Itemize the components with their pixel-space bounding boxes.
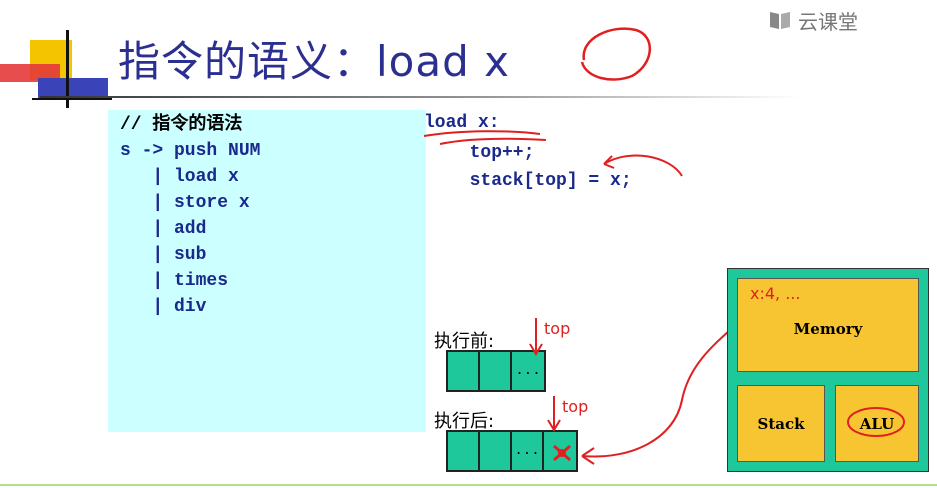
stack-cell-ellipsis: ... — [512, 432, 544, 470]
title-underline — [40, 96, 800, 98]
before-top-label: top — [544, 319, 570, 338]
grammar-box: // 指令的语法 s -> push NUM | load x | store … — [108, 110, 426, 432]
after-label: 执行后: — [434, 411, 495, 432]
slide-title: 指令的语义：load x — [118, 37, 510, 86]
corner-decoration-blue — [38, 78, 108, 100]
code-line: load x: — [424, 113, 500, 133]
stack-cell — [480, 432, 512, 470]
stack-cell-ellipsis: ... — [512, 352, 544, 390]
hand-circle-annotation — [580, 27, 652, 81]
after-top-label: top — [562, 397, 588, 416]
brand-label: 云课堂 — [798, 9, 858, 34]
grammar-comment: // 指令的语法 — [120, 115, 243, 135]
hand-underline-annotation — [423, 130, 547, 145]
hand-arrow-annotation — [603, 154, 683, 177]
footer-rule — [0, 484, 937, 486]
book-icon — [770, 12, 790, 29]
stack-before: ... — [446, 350, 546, 392]
corner-decoration-line — [66, 30, 69, 108]
corner-decoration-red — [0, 64, 60, 82]
grammar-line: | sub — [120, 245, 207, 265]
memory-label: Memory — [793, 320, 863, 338]
memory-to-stack-arrow — [581, 311, 751, 465]
grammar-line: | add — [120, 219, 207, 239]
stack-cell — [448, 432, 480, 470]
stack-box: Stack — [737, 385, 825, 462]
code-line: stack[top] = x; — [448, 171, 632, 191]
code-line: top++; — [448, 143, 535, 163]
alu-circle-annotation — [847, 407, 905, 437]
corner-decoration-line-h — [32, 98, 112, 100]
stack-cell — [448, 352, 480, 390]
memory-box: Memory — [737, 278, 919, 372]
scribble-mark — [553, 444, 571, 462]
stack-cell — [480, 352, 512, 390]
before-label: 执行前: — [434, 331, 495, 352]
brand-watermark: 云课堂 — [768, 6, 858, 34]
grammar-line: | store x — [120, 193, 250, 213]
grammar-line: | div — [120, 297, 207, 317]
grammar-line: | times — [120, 271, 229, 291]
grammar-line: s -> push NUM — [120, 141, 261, 161]
stack-label: Stack — [757, 414, 805, 433]
after-top-arrow: top — [547, 396, 588, 432]
before-top-arrow: top — [529, 318, 570, 356]
alu-label: ALU — [859, 414, 895, 433]
memory-handwritten-note: x:4, ... — [750, 284, 801, 303]
grammar-line: | load x — [120, 167, 239, 187]
